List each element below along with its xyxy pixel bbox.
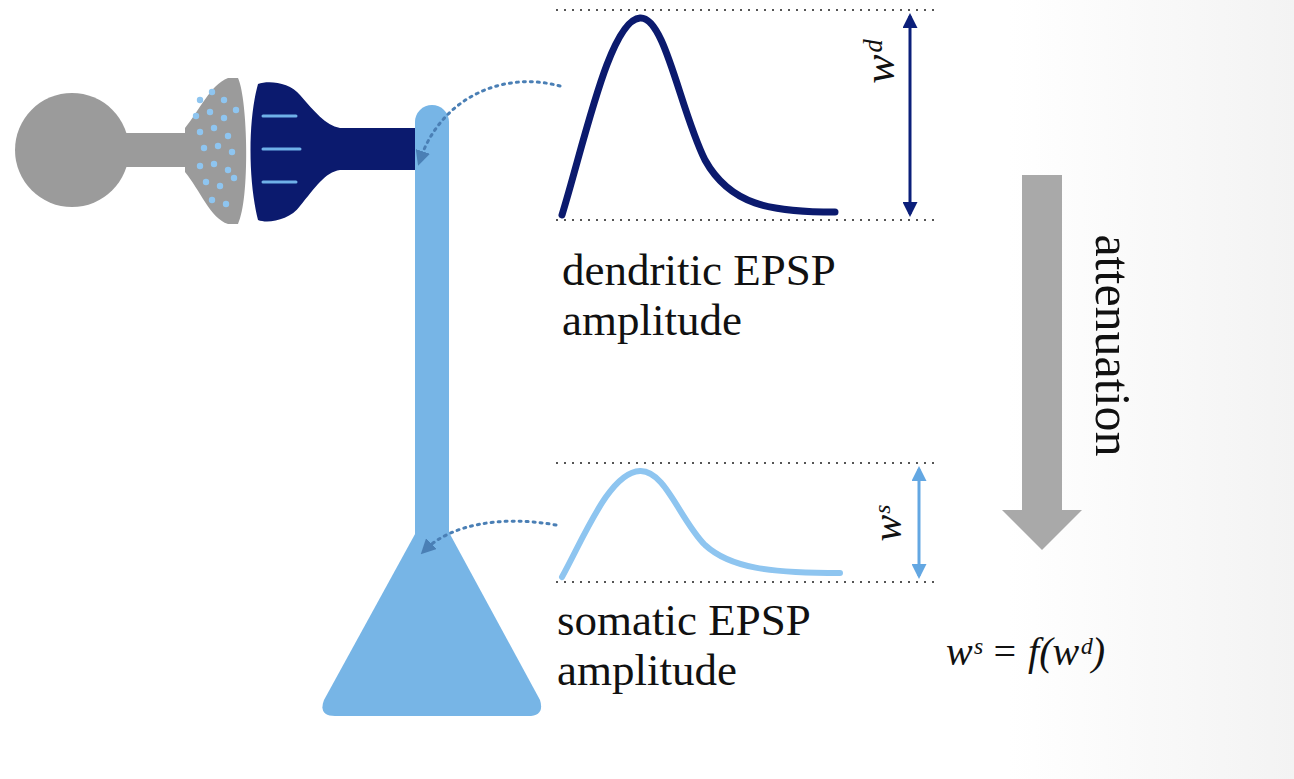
equation: wˢ = f(wᵈ) — [946, 630, 1105, 674]
vesicle — [197, 129, 203, 135]
vesicle — [215, 143, 221, 149]
trace-caption: dendritic EPSP amplitude — [562, 246, 942, 345]
presynaptic-terminal — [15, 78, 246, 224]
vesicle — [209, 89, 215, 95]
trace-caption: somatic EPSP amplitude — [557, 596, 937, 695]
vesicle — [193, 113, 199, 119]
vesicle — [233, 107, 239, 113]
leader-arrow — [425, 521, 556, 550]
amplitude-symbol: wᵈ — [856, 40, 904, 83]
vesicle — [211, 161, 217, 167]
somatic-epsp-trace — [562, 471, 840, 577]
vesicle — [207, 109, 213, 115]
attenuation-arrow — [1002, 175, 1082, 550]
dendritic-epsp-trace — [562, 18, 835, 215]
vesicle — [223, 201, 229, 207]
dendritic-spine — [251, 82, 421, 221]
amplitude-arrow — [918, 469, 921, 576]
amplitude-arrow — [909, 16, 912, 214]
receptors — [263, 116, 300, 182]
vesicle — [229, 149, 235, 155]
vesicle — [197, 163, 203, 169]
vesicle — [225, 167, 231, 173]
vesicle — [221, 115, 227, 121]
vesicle — [203, 179, 209, 185]
process-label: attenuation — [1085, 234, 1140, 456]
vesicle — [197, 97, 203, 103]
vesicles — [193, 89, 239, 207]
vesicle — [201, 145, 207, 151]
vesicle — [225, 133, 231, 139]
leader-arrow — [420, 82, 560, 160]
vesicle — [217, 183, 223, 189]
vesicle — [209, 197, 215, 203]
amplitude-symbol: wˢ — [866, 506, 910, 541]
dendrite-soma — [322, 105, 541, 716]
vesicle — [221, 97, 227, 103]
vesicle — [211, 125, 217, 131]
vesicle — [231, 175, 237, 181]
